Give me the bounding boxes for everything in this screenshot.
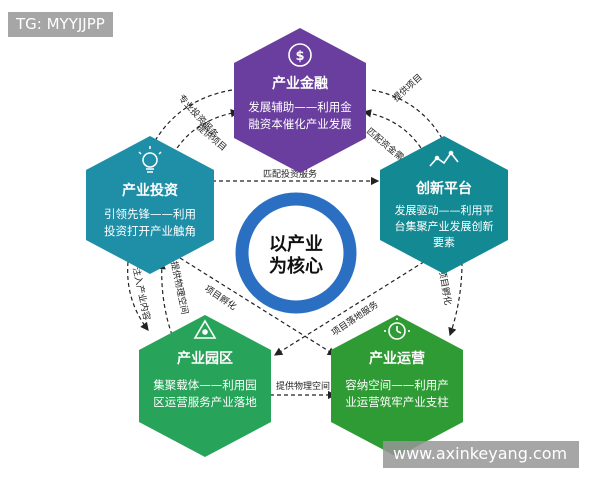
watermark-top: TG: MYYJJPP [8, 12, 113, 37]
recycle-icon [193, 319, 217, 339]
investment-hexagon [86, 136, 214, 274]
label-investment-platform: 匹配投资服务 [263, 168, 317, 180]
label-investment-operation: 项目孵化 [202, 283, 239, 313]
finance-hexagon [234, 28, 366, 173]
finance-desc-2: 融资本催化产业发展 [248, 117, 352, 131]
link-investment-operation [179, 257, 337, 356]
operation-desc-1: 容纳空间——利用产 [345, 378, 449, 392]
node-park: 产业园区 集聚载体——利用园 区运营服务产业落地 [139, 315, 271, 457]
investment-title: 产业投资 [122, 182, 178, 199]
finance-desc-1: 发展辅助——利用金 [248, 100, 352, 114]
watermark-bottom: www.axinkeyang.com [383, 441, 580, 468]
link-platform-park [273, 257, 431, 356]
node-finance: $ 产业金融 发展辅助——利用金 融资本催化产业发展 [234, 28, 366, 173]
trend-line-icon [429, 150, 459, 167]
label-park-operation: 提供物理空间 [276, 380, 330, 392]
platform-desc-2: 台集聚产业发展创新 [395, 219, 494, 233]
node-investment: 产业投资 引领先锋——利用 投资打开产业触角 [86, 136, 214, 274]
dollar-cycle-icon: $ [288, 43, 312, 67]
platform-desc-1: 发展驱动——利用平 [395, 203, 494, 217]
center-core: 以产业 为核心 [235, 192, 357, 314]
label-finance-platform-a: 提供项目 [390, 71, 425, 104]
link-investment-park-inner [157, 260, 173, 336]
lightbulb-icon [138, 146, 162, 173]
park-hexagon [139, 315, 271, 457]
node-platform: 创新平台 发展驱动——利用平 台集聚产业发展创新 要素 [380, 136, 508, 274]
center-line-1: 以产业 [269, 233, 323, 255]
operation-title: 产业运营 [369, 350, 425, 367]
operation-desc-2: 业运营筑牢产业支柱 [345, 395, 449, 409]
park-desc-1: 集聚载体——利用园 [153, 378, 257, 392]
label-investment-park-a: 注入产业内容 [130, 266, 153, 321]
node-operation: 产业运营 容纳空间——利用产 业运营筑牢产业支柱 [331, 315, 463, 457]
investment-desc-1: 引领先锋——利用 [104, 207, 196, 221]
center-line-2: 为核心 [269, 255, 323, 277]
link-platform-operation [448, 261, 463, 337]
park-desc-2: 区运营服务产业落地 [153, 395, 257, 409]
link-finance-platform-outer [371, 89, 449, 152]
operation-hexagon [331, 315, 463, 457]
investment-desc-2: 投资打开产业触角 [104, 224, 196, 238]
park-title: 产业园区 [177, 350, 233, 367]
platform-title: 创新平台 [415, 180, 472, 197]
label-investment-park-b: 提供物理空间 [168, 260, 191, 315]
platform-desc-3: 要素 [433, 236, 455, 249]
svg-text:$: $ [295, 49, 304, 64]
finance-title: 产业金融 [272, 75, 328, 92]
label-platform-operation: 项目孵化 [436, 268, 454, 306]
platform-hexagon [380, 136, 508, 274]
link-investment-park-outer [127, 261, 149, 331]
gear-clock-icon [384, 318, 410, 340]
